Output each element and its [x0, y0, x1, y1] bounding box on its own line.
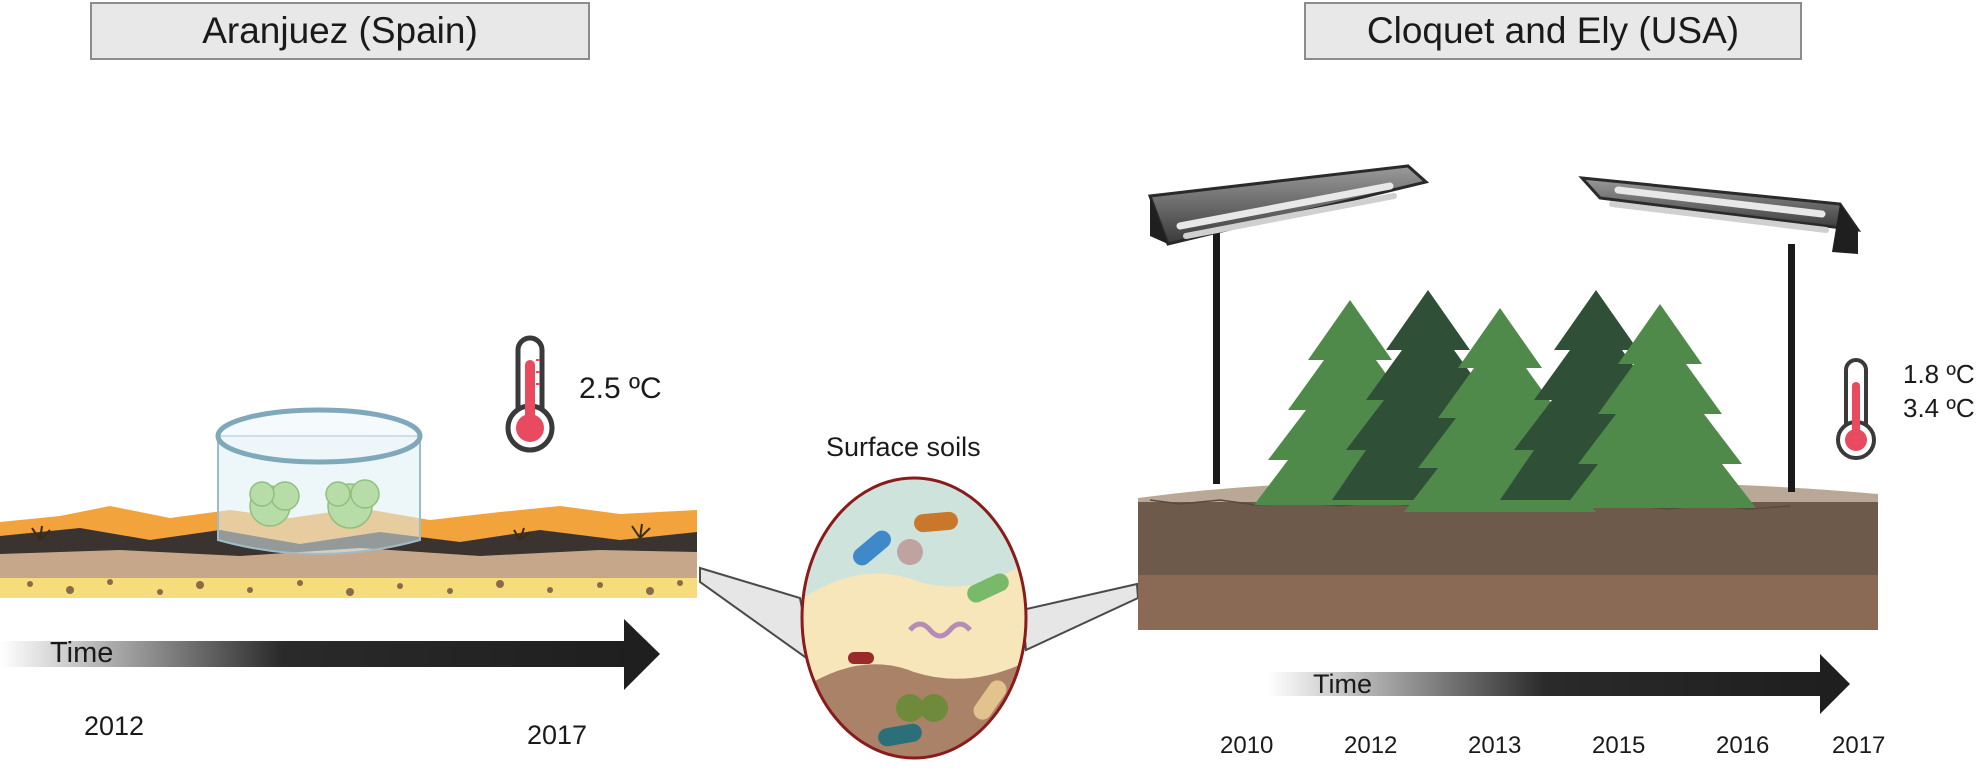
right-ground — [1138, 481, 1878, 630]
time-arrow-right — [1268, 654, 1850, 714]
year-right-2017: 2017 — [1832, 732, 1886, 759]
bacteria-icon — [848, 511, 1012, 748]
year-right-2016: 2016 — [1716, 732, 1770, 759]
year-left-start: 2012 — [84, 711, 145, 741]
thermometer-icon-right — [1836, 358, 1876, 460]
site-title-left-text: Aranjuez (Spain) — [202, 10, 478, 51]
open-top-chamber-icon — [215, 407, 423, 555]
left-ground — [0, 506, 697, 598]
tree-icon — [1254, 290, 1756, 512]
year-right-2013: 2013 — [1468, 732, 1522, 759]
year-right-2012: 2012 — [1344, 732, 1398, 759]
thermometer-icon — [505, 335, 555, 453]
time-label-right: Time — [1313, 669, 1372, 699]
soil-oval — [800, 476, 1028, 760]
year-right-2010: 2010 — [1220, 732, 1274, 759]
lamp-poles — [1213, 232, 1795, 492]
warming-right-1: 1.8 ºC — [1903, 359, 1975, 389]
year-left-end: 2017 — [527, 720, 588, 750]
surface-soils-label: Surface soils — [826, 432, 981, 462]
site-title-right-text: Cloquet and Ely (USA) — [1366, 10, 1740, 51]
time-arrow-left — [0, 619, 660, 690]
year-right-2015: 2015 — [1592, 732, 1646, 759]
warming-left: 2.5 ºC — [579, 372, 662, 405]
site-title-right: Cloquet and Ely (USA) — [1304, 2, 1802, 60]
lamp-icon — [1147, 164, 1430, 246]
site-title-left: Aranjuez (Spain) — [90, 2, 590, 60]
lamp-icon-right — [1578, 176, 1862, 254]
time-label-left: Time — [50, 637, 114, 669]
warming-right-2: 3.4 ºC — [1903, 393, 1975, 423]
zoom-cones — [699, 566, 1140, 665]
